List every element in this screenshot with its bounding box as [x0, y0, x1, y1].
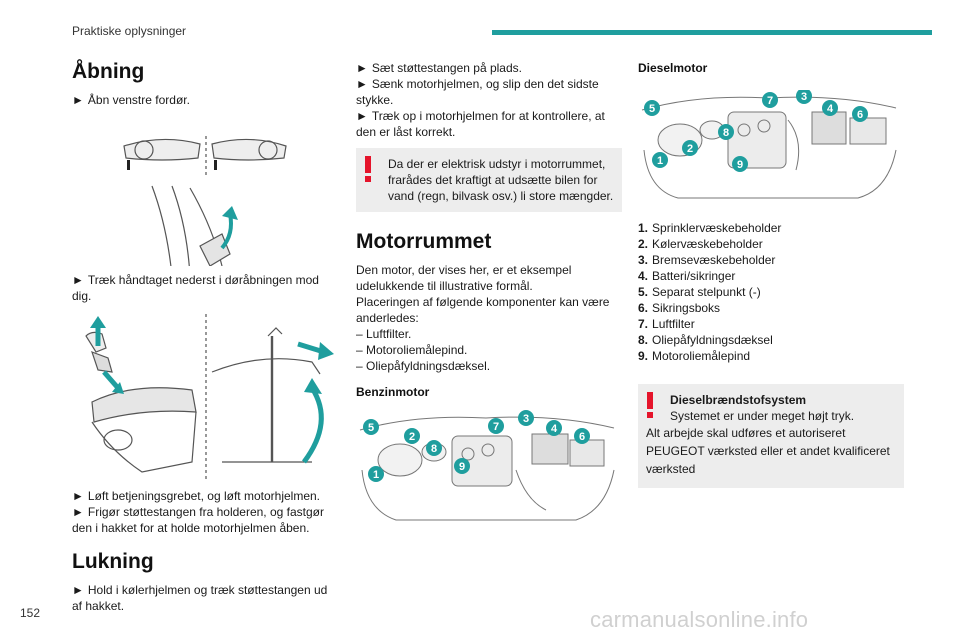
callout-badge [363, 419, 379, 435]
callout-badge [644, 100, 660, 116]
arrow-bullet-icon: ► [72, 583, 84, 597]
callout-badge [732, 156, 748, 172]
step-replace-strut: ►Sæt støttestangen på plads. [356, 61, 522, 75]
petrol-engine-illustration: 5 2 1 8 9 7 3 4 6 [359, 410, 615, 521]
callout-number: 7 [767, 95, 773, 107]
callout-number: 4 [827, 103, 834, 115]
callout-number: 4 [551, 423, 558, 435]
callout-number: 9 [459, 461, 465, 473]
callout-number: 2 [687, 143, 693, 155]
engine-intro-text: Den motor, der vises her, er et eksempel… [356, 263, 572, 293]
arrow-bullet-icon: ► [356, 61, 368, 75]
callout-badge [404, 428, 420, 444]
heading-engine-compartment: Motorrummet [356, 230, 492, 253]
warning-diesel-box: Dieselbrændstofsystem Systemet er under … [638, 384, 904, 488]
callout-badge [546, 420, 562, 436]
arrow-bullet-icon: ► [72, 505, 84, 519]
callout-number: 8 [431, 443, 437, 455]
column-right: Dieselmotor 5 7 3 4 6 8 2 1 9 1.Sprinkle… [638, 58, 904, 488]
list-item: 5.Separat stelpunkt (-) [638, 285, 761, 299]
callout-number: 1 [373, 469, 379, 481]
header-accent-bar [492, 30, 932, 35]
callout-number: 6 [857, 109, 863, 121]
header-section-title: Praktiske oplysninger [72, 24, 187, 38]
list-item: 3.Bremsevæskebeholder [638, 253, 776, 267]
step-hold-hood: ►Hold i kølerhjelmen og træk støttestang… [72, 583, 328, 613]
callout-badge [368, 466, 384, 482]
diesel-engine-illustration: 5 7 3 4 6 8 2 1 9 [641, 90, 897, 199]
callout-badge [822, 100, 838, 116]
warning-exclamation-icon [365, 156, 371, 182]
callout-number: 7 [493, 421, 499, 433]
arrow-bullet-icon: ► [356, 109, 368, 123]
heading-opening: Åbning [72, 60, 145, 83]
variant-item: – Motoroliemålepind. [356, 343, 468, 357]
variant-item: – Luftfilter. [356, 327, 412, 341]
callout-badge [426, 440, 442, 456]
warning-diesel-body: Alt arbejde skal udføres et autoriseret … [646, 426, 890, 476]
door-handle-illustration [123, 136, 287, 266]
callout-number: 5 [368, 422, 374, 434]
list-item: 1.Sprinklervæskebeholder [638, 221, 782, 235]
callout-badge [488, 418, 504, 434]
arrow-bullet-icon: ► [72, 273, 84, 287]
arrow-bullet-icon: ► [356, 77, 368, 91]
warning-water-text: Da der er elektrisk udstyr i motorrummet… [388, 157, 614, 203]
step-pull-handle: ►Træk håndtaget nederst i døråbningen mo… [72, 273, 319, 303]
column-middle: ►Sæt støttestangen på plads. ►Sænk motor… [356, 58, 622, 522]
callout-badge [454, 458, 470, 474]
list-item: 6.Sikringsboks [638, 301, 721, 315]
callout-badge [518, 410, 534, 426]
watermark-text: carmanualsonline.info [590, 607, 809, 632]
callout-number: 2 [409, 431, 415, 443]
list-item: 2.Kølervæskebeholder [638, 237, 763, 251]
callout-number: 9 [737, 159, 743, 171]
callout-badge [718, 124, 734, 140]
subtitle-diesel-engine: Dieselmotor [638, 61, 708, 75]
callout-number: 3 [801, 91, 807, 103]
callout-badge [574, 428, 590, 444]
callout-badge [796, 90, 812, 104]
subtitle-petrol-engine: Benzinmotor [356, 385, 430, 399]
callout-badge [762, 92, 778, 108]
callout-number: 5 [649, 103, 655, 115]
callout-badge [852, 106, 868, 122]
step-open-door: ►Åbn venstre fordør. [72, 93, 190, 107]
callout-number: 3 [523, 413, 529, 425]
list-item: 4.Batteri/sikringer [638, 269, 736, 283]
components-list: 1.Sprinklervæskebeholder 2.Kølervæskebeh… [638, 220, 904, 364]
callout-number: 6 [579, 431, 585, 443]
arrow-bullet-icon: ► [72, 93, 84, 107]
callout-badge [652, 152, 668, 168]
step-lower-hood: ►Sænk motorhjelmen, og slip den det sids… [356, 77, 599, 107]
warning-exclamation-icon [647, 392, 653, 418]
column-left: Åbning ►Åbn venstre fordør. ►Træk håndta… [72, 58, 338, 614]
callout-number: 1 [657, 155, 663, 167]
heading-closing: Lukning [72, 550, 154, 573]
page-number: 152 [20, 606, 41, 620]
warning-diesel-line: Systemet er under meget højt tryk. [670, 409, 855, 423]
step-lift-lever: ►Løft betjeningsgrebet, og løft motorhje… [72, 489, 321, 503]
arrow-bullet-icon: ► [72, 489, 84, 503]
step-release-strut: ►Frigør støttestangen fra holderen, og f… [72, 505, 324, 535]
step-check-lock: ►Træk op i motorhjelmen for at kontrolle… [356, 109, 605, 139]
list-item: 7.Luftfilter [638, 317, 695, 331]
callout-badge [682, 140, 698, 156]
hood-opening-illustration [85, 314, 334, 482]
warning-diesel-title: Dieselbrændstofsystem [670, 393, 807, 407]
list-item: 9.Motoroliemålepind [638, 349, 751, 363]
warning-water-box: Da der er elektrisk udstyr i motorrummet… [356, 148, 622, 212]
variant-item: – Oliepåfyldningsdæksel. [356, 359, 491, 373]
list-item: 8.Oliepåfyldningsdæksel [638, 333, 773, 347]
callout-number: 8 [723, 127, 729, 139]
engine-variants-intro: Placeringen af følgende komponenter kan … [356, 295, 610, 325]
